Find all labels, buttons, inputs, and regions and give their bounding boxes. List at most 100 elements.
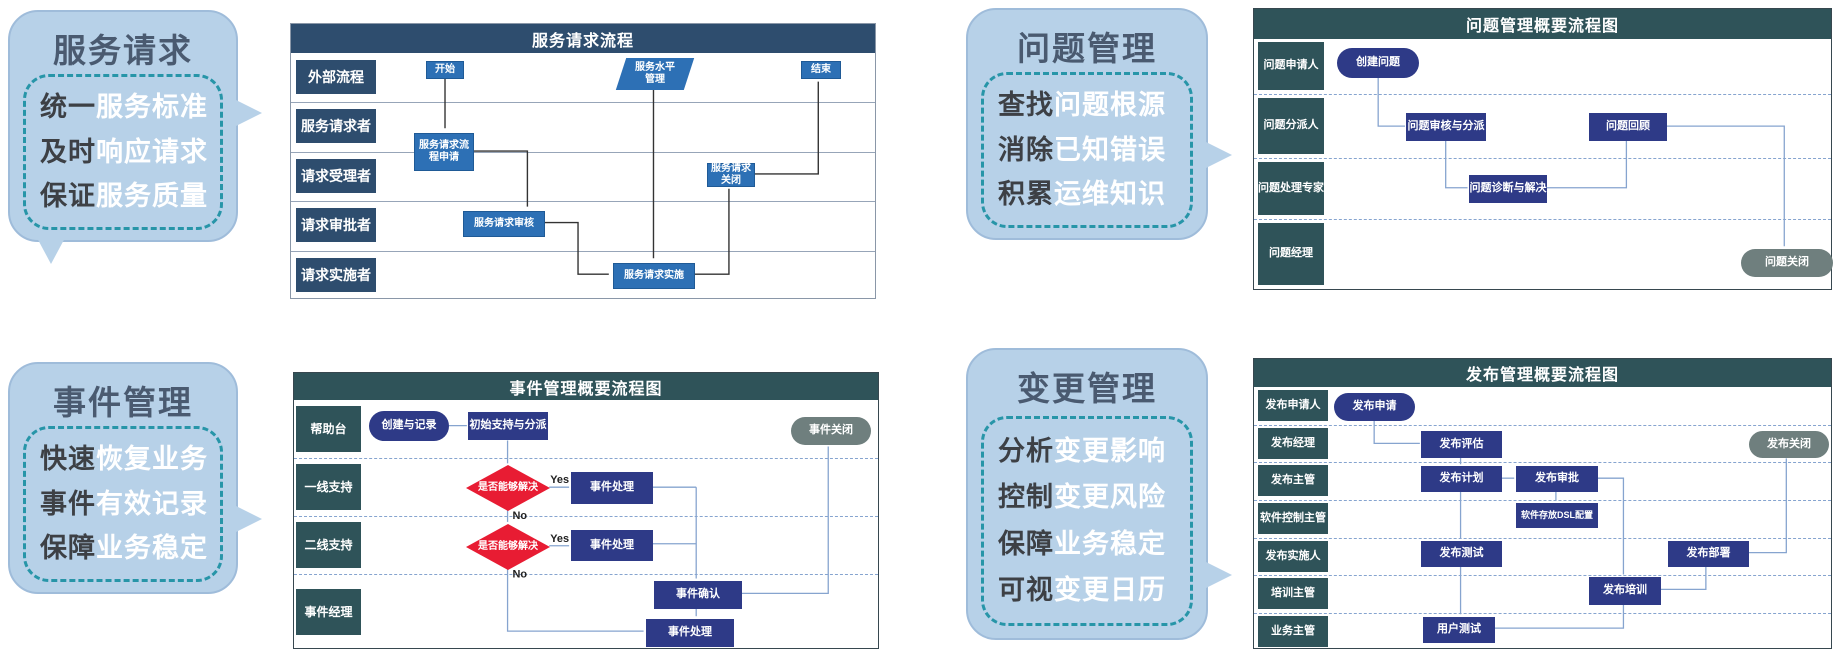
connector-lines: [1377, 77, 1785, 247]
chart-title: 发布管理概要流程图: [1465, 367, 1619, 384]
lane-divider: [1254, 158, 1831, 159]
connectors: [444, 78, 819, 275]
lane-divider: [1254, 462, 1831, 463]
lane-divider: [1254, 425, 1831, 426]
lane-divider: [291, 251, 875, 252]
flow-node-release-apply: 发布申请: [1334, 393, 1415, 421]
benefit-dark-text: 及时: [40, 136, 96, 167]
flow-node-label: 服务水平管理: [635, 62, 675, 85]
benefit-line: 消除已知错误: [998, 134, 1190, 165]
card-title: 事件管理: [53, 384, 193, 421]
benefit-line: 积累运维知识: [998, 178, 1190, 209]
flow-node-label: 服务请求关闭: [711, 163, 751, 186]
flow-node-problem-review: 问题审核与分派: [1406, 113, 1486, 141]
benefit-line: 及时响应请求: [40, 136, 220, 167]
benefit-dark-text: 查找: [998, 90, 1054, 121]
lane-label: 发布申请人: [1258, 390, 1328, 421]
lane-label: 培训主管: [1258, 578, 1328, 609]
lane-label: 发布主管: [1258, 465, 1328, 496]
benefit-light-text: 业务稳定: [1054, 528, 1166, 559]
flow-node-apply: 服务请求流程申请: [414, 133, 474, 171]
lane-label: 问题分派人: [1258, 98, 1324, 154]
release-flow-chart: 发布管理概要流程图 发布申请人 发布经理 发布主管 软件控制主管 发布实施人 培…: [1253, 358, 1832, 649]
flow-node-incident-handle-1: 事件处理: [571, 472, 653, 504]
decision-can-resolve-1: 是否能够解决: [466, 465, 550, 511]
lane-divider: [1254, 538, 1831, 539]
lane-label: 发布经理: [1258, 428, 1328, 459]
lane-divider: [294, 574, 878, 575]
flow-node-create-problem: 创建问题: [1337, 48, 1419, 78]
card-title: 问题管理: [1017, 30, 1157, 67]
benefit-light-text: 变更影响: [1054, 436, 1166, 467]
lane-label: 帮助台: [296, 406, 361, 452]
benefit-line: 保障业务稳定: [40, 532, 220, 563]
benefit-dark-text: 控制: [998, 482, 1054, 513]
incident-management-card: 事件管理 快速恢复业务 事件有效记录 保障业务稳定: [8, 362, 262, 594]
lane-label: 请求审批者: [296, 208, 376, 242]
flow-node-problem-diagnose: 问题诊断与解决: [1469, 175, 1547, 203]
card-tail: [232, 504, 262, 534]
change-management-card: 变更管理 分析变更影响 控制变更风险 保障业务稳定 可视变更日历: [966, 348, 1232, 640]
chart-title: 服务请求流程: [531, 32, 634, 50]
flow-node-release-test: 发布测试: [1421, 541, 1502, 567]
decision-can-resolve-2: 是否能够解决: [466, 524, 550, 570]
lane-label: 业务主管: [1258, 616, 1328, 647]
benefit-dark-text: 积累: [998, 178, 1054, 209]
benefit-line: 可视变更日历: [998, 574, 1190, 605]
benefit-light-text: 恢复业务: [96, 444, 208, 475]
benefit-dark-text: 保障: [40, 532, 96, 563]
benefit-light-text: 变更日历: [1054, 574, 1166, 605]
benefit-list: 查找问题根源 消除已知错误 积累运维知识: [981, 72, 1193, 228]
lane-label: 问题经理: [1258, 223, 1324, 285]
benefit-light-text: 变更风险: [1054, 482, 1166, 513]
benefit-dark-text: 保障: [998, 528, 1054, 559]
flow-node-release-plan: 发布计划: [1421, 466, 1502, 492]
connectors: [1377, 77, 1785, 247]
lane-divider: [291, 201, 875, 202]
problem-management-card: 问题管理 查找问题根源 消除已知错误 积累运维知识: [966, 8, 1232, 240]
card-title: 变更管理: [1017, 370, 1157, 407]
lane-label: 事件经理: [296, 589, 361, 635]
chart-title-bar: 问题管理概要流程图: [1254, 9, 1831, 39]
benefit-dark-text: 分析: [998, 436, 1054, 467]
service-request-card: 服务请求 统一服务标准 及时响应请求 保证服务质量: [8, 10, 262, 264]
benefit-line: 保障业务稳定: [998, 528, 1190, 559]
benefit-dark-text: 快速: [40, 444, 96, 475]
card-title: 服务请求: [53, 32, 193, 69]
lane-label: 一线支持: [296, 464, 361, 510]
incident-flow-chart: 事件管理概要流程图 帮助台 一线支持 二线支持 事件经理 Yes No Yes …: [293, 372, 879, 649]
chart-title-bar: 事件管理概要流程图: [294, 373, 878, 400]
flow-node-create-record: 创建与记录: [369, 411, 449, 441]
benefit-light-text: 服务标准: [96, 92, 208, 123]
flow-node-start: 开始: [426, 61, 464, 79]
lane-divider: [294, 458, 878, 459]
lane-divider: [1254, 500, 1831, 501]
benefit-dark-text: 统一: [40, 92, 96, 123]
flow-node-release-close: 发布关闭: [1749, 431, 1829, 458]
card-tail: [36, 236, 66, 264]
benefit-dark-text: 保证: [40, 180, 96, 211]
flow-node-review: 服务请求审核: [463, 211, 545, 237]
problem-flow-chart: 问题管理概要流程图 问题申请人 问题分派人 问题处理专家 问题经理 创建问题 问…: [1253, 8, 1833, 290]
lane-divider: [1254, 613, 1831, 614]
benefit-light-text: 业务稳定: [96, 532, 208, 563]
benefit-line: 查找问题根源: [998, 92, 1190, 119]
card-tail: [1202, 560, 1232, 590]
benefit-line: 控制变更风险: [998, 484, 1190, 511]
chart-title-bar: 发布管理概要流程图: [1254, 359, 1831, 387]
lane-divider: [1254, 219, 1831, 220]
benefit-light-text: 已知错误: [1054, 134, 1166, 165]
lane-divider: [291, 102, 875, 103]
benefit-dark-text: 可视: [998, 574, 1054, 605]
benefit-list: 统一服务标准 及时响应请求 保证服务质量: [23, 74, 223, 230]
benefit-dark-text: 事件: [40, 488, 96, 519]
flow-node-close: 服务请求关闭: [707, 163, 755, 187]
flow-node-release-training: 发布培训: [1589, 577, 1661, 605]
benefit-line: 快速恢复业务: [40, 446, 220, 473]
benefit-line: 统一服务标准: [40, 94, 220, 121]
lane-label: 外部流程: [296, 60, 376, 94]
benefit-line: 保证服务质量: [40, 180, 220, 211]
flow-node-dsl-config: 软件存放DSL配置: [1516, 503, 1598, 528]
connector-lines: [444, 78, 819, 275]
lane-label: 问题处理专家: [1258, 162, 1324, 215]
